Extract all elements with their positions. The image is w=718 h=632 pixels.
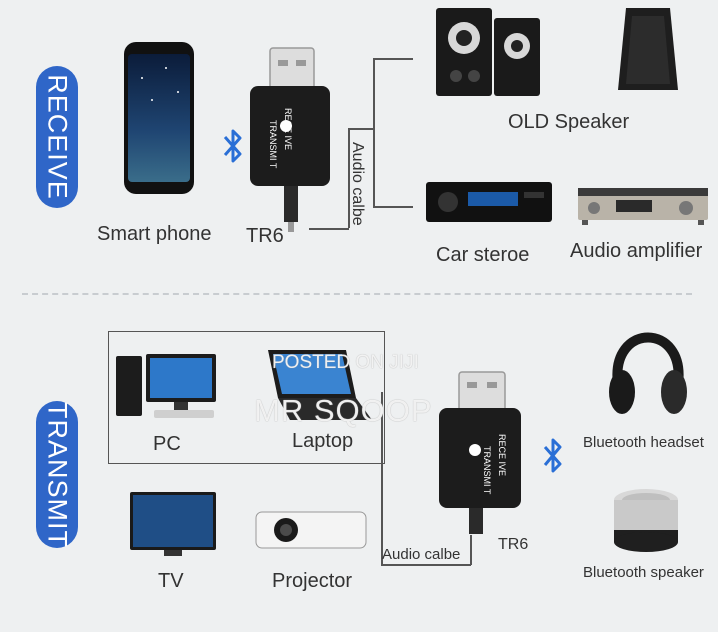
bluetooth-speaker-label: Bluetooth speaker	[583, 564, 704, 581]
laptop-image	[268, 350, 372, 420]
computers-group-frame	[108, 331, 385, 464]
old-speaker-image	[436, 8, 540, 96]
adapter-face-transmit: TRANSMI T	[482, 446, 492, 495]
smartphone-image	[124, 42, 194, 194]
pa-speaker-image	[618, 8, 678, 90]
audio-cable-line	[348, 128, 374, 130]
audio-cable-line	[348, 128, 350, 228]
bluetooth-speaker-image	[614, 489, 678, 552]
audio-cable-line	[309, 228, 349, 230]
audio-cable-label: Audio calbe	[349, 142, 366, 226]
adapter-face-transmit: TRANSMI T	[268, 120, 278, 169]
tr6-adapter-image	[250, 47, 330, 232]
audio-cable-label: Audio calbe	[382, 546, 461, 563]
watermark-text: POSTED ON JIJI	[272, 352, 419, 373]
pc-image	[116, 354, 216, 418]
tv-image	[130, 492, 216, 556]
bluetooth-icon	[223, 129, 242, 163]
laptop-label: Laptop	[292, 430, 354, 452]
audio-cable-line	[373, 58, 413, 60]
bluetooth-icon	[543, 438, 562, 473]
transmit-badge: TRANSMIT	[36, 401, 78, 548]
audio-cable-line	[373, 58, 375, 208]
section-divider	[22, 293, 692, 295]
audio-amplifier-image	[578, 188, 708, 225]
projector-label: Projector	[272, 570, 353, 592]
tr6-label: TR6	[246, 225, 284, 247]
audio-amplifier-label: Audio amplifier	[570, 240, 703, 262]
adapter-face-receive: RECE IVE	[283, 108, 293, 151]
audio-cable-line	[381, 392, 383, 564]
projector-image	[255, 511, 367, 549]
audio-cable-line	[381, 564, 471, 566]
car-stereo-label: Car steroe	[436, 244, 530, 266]
old-speaker-label: OLD Speaker	[508, 111, 630, 133]
car-stereo-image	[426, 182, 552, 222]
bluetooth-headset-image	[609, 332, 687, 414]
audio-cable-line	[373, 206, 413, 208]
tr6-adapter-image	[439, 371, 521, 534]
audio-cable-line	[470, 535, 472, 565]
tr6-label: TR6	[498, 536, 529, 553]
tv-label: TV	[158, 570, 184, 592]
smartphone-label: Smart phone	[97, 223, 212, 245]
bluetooth-headset-label: Bluetooth headset	[583, 434, 704, 451]
receive-badge: RECEIVE	[36, 66, 78, 208]
pc-label: PC	[153, 433, 181, 455]
adapter-face-receive: RECE IVE	[497, 434, 507, 477]
watermark-text: MR SQOOP	[254, 393, 433, 428]
